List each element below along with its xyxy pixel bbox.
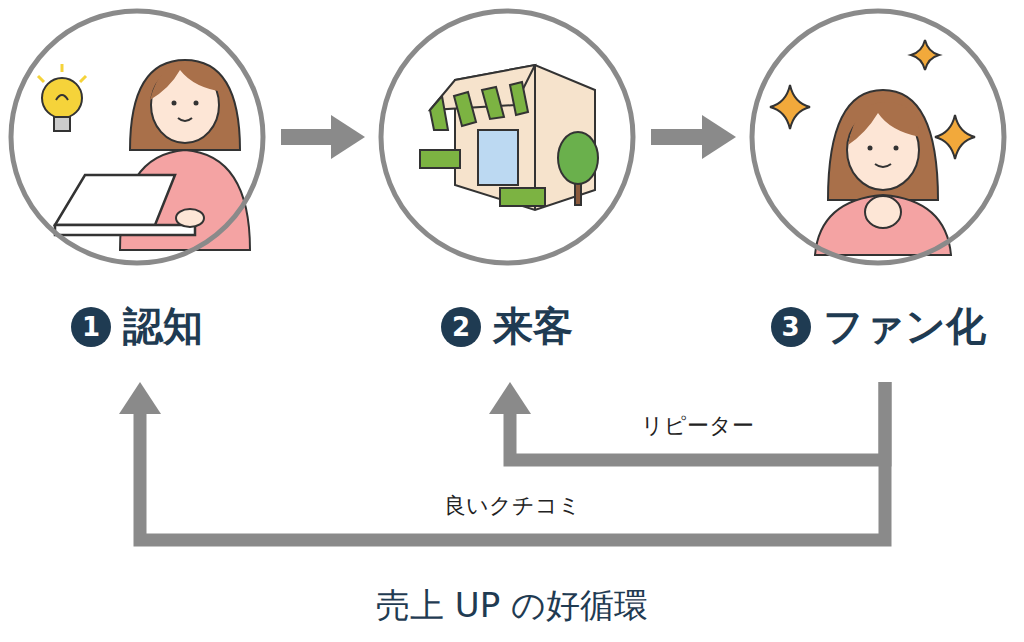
circle-outline [748,7,1008,267]
circle-outline [7,7,267,267]
arrow-head [331,115,365,159]
flow-arrow [281,115,365,159]
connector-line [140,382,885,540]
connector-line [510,382,885,460]
connector-line [651,129,702,145]
arrow-head [489,382,531,414]
step-label: 来客 [493,299,573,354]
arrow-head [702,115,736,159]
edge-label: 良いクチコミ [440,491,585,521]
shop-illustration [420,65,598,210]
edge-label: リピーター [637,411,758,441]
step-heading: 2 来客 [377,299,637,354]
flow-arrow [119,382,885,540]
circle-outline [377,7,637,267]
connector-line [281,129,331,145]
callout-number: 2 [441,307,481,347]
step-circle: 1 認知 [7,7,267,354]
caption: 売上 UP の好循環 [0,583,1024,629]
step-heading: 1 認知 [7,299,267,354]
arrow-head [119,382,161,414]
flow-arrow [651,115,736,159]
callout-number: 3 [771,307,811,347]
fan-woman-illustration [770,40,975,255]
step-label: 認知 [123,299,203,354]
step-label: ファン化 [823,299,986,354]
woman-laptop-illustration [38,60,250,250]
callout-number: 1 [71,307,111,347]
flow-arrow [489,382,885,460]
step-heading: 3 ファン化 [748,299,1008,354]
step-circle: 3 ファン化 [748,7,1008,354]
step-circle: 2 来客 [377,7,637,354]
